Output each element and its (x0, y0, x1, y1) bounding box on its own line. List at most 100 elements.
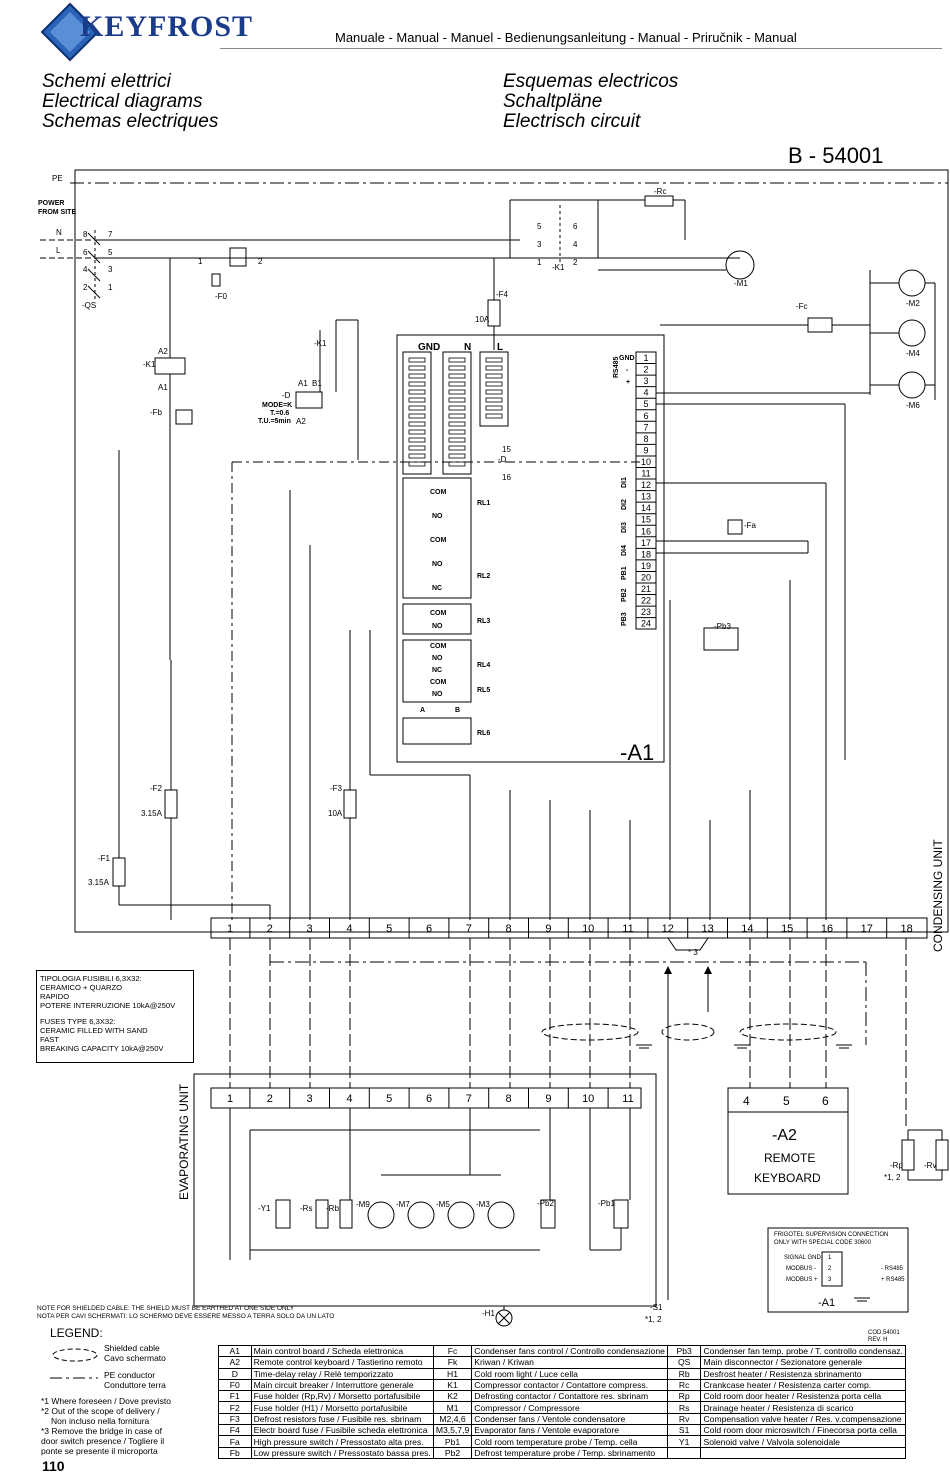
legend-code: Y1 (666, 1435, 702, 1448)
evap-terminal: 4 (346, 1093, 352, 1105)
board-terminal: 21 (641, 584, 651, 594)
group-pb1: PB1 (621, 566, 628, 580)
legend-desc: Compressor / Compressore (471, 1401, 668, 1414)
title-right-3: Electrisch circuit (503, 111, 641, 132)
legend-code: K2 (432, 1390, 473, 1403)
board-terminal: 20 (641, 572, 651, 582)
board-l: L (497, 342, 503, 353)
brand-name: KEYFROST (80, 10, 254, 43)
d-pin-b1: B1 (312, 379, 322, 388)
legend-pe-it: Conduttore terra (104, 1380, 166, 1390)
legend-code: Rc (666, 1378, 702, 1392)
legend-title: LEGEND: (50, 1326, 103, 1340)
legend-desc: High pressure switch / Pressostato alta … (250, 1435, 434, 1448)
legend-code: F3 (218, 1412, 252, 1426)
d-pin-16: 16 (502, 473, 511, 482)
l-label: L (56, 246, 61, 255)
cond-terminal: 2 (267, 923, 273, 935)
evap-terminal: 1 (227, 1093, 233, 1105)
legend-desc: Main disconnector / Sezionatore generale (700, 1356, 906, 1369)
group-di2: DI2 (621, 499, 628, 510)
contact-nc-4: NC (432, 667, 442, 674)
a2-term-6: 6 (822, 1094, 829, 1108)
legend-shielded-en: Shielded cable (104, 1343, 160, 1353)
cod-2: REV. H (868, 1337, 887, 1343)
legend-desc: Cold room temperature probe / Temp. cell… (471, 1435, 668, 1448)
rp-label: -Rp (890, 1161, 903, 1170)
comp-m5: -M5 (436, 1200, 450, 1209)
title-left-1: Schemi elettrici (42, 71, 171, 92)
legend-note-1: *1 Where foreseen / Dove previsto (41, 1396, 171, 1406)
cond-terminal: 16 (821, 923, 833, 935)
title-left-2: Electrical diagrams (42, 91, 203, 112)
evap-terminal: 2 (267, 1093, 273, 1105)
comp-rb: -Rb (326, 1204, 339, 1213)
comp-y1: -Y1 (258, 1204, 271, 1213)
relay-rl2: RL2 (477, 573, 490, 580)
board-terminal: 17 (641, 538, 651, 548)
legend-code: Pb3 (666, 1344, 702, 1358)
mark-plus: + (626, 379, 630, 386)
f2-value: 3.15A (141, 809, 163, 818)
k1-contact-2: 2 (573, 258, 578, 267)
condensing-unit-label: CONDENSING UNIT (931, 839, 945, 952)
board-slot (485, 365, 503, 371)
legend-desc: Condenser fan temp. probe / T. controllo… (700, 1344, 906, 1358)
board-terminal: 24 (641, 619, 651, 629)
qs-contact-7: 7 (108, 230, 113, 239)
legend-desc: Time-delay relay / Relè temporizzato (250, 1367, 434, 1380)
f1-value: 3.15A (88, 878, 110, 887)
board-slot (485, 357, 503, 363)
board-slot (408, 421, 426, 427)
contact-com-4: COM (430, 643, 447, 650)
relay-rl6: RL6 (477, 730, 490, 737)
shield-note-en: NOTE FOR SHIELDED CABLE: THE SHIELD MUST… (37, 1305, 295, 1312)
board-terminal: 22 (641, 596, 651, 606)
k1-contact-5: 5 (537, 222, 542, 231)
legend-code: F4 (218, 1424, 252, 1437)
legend-note-5: door switch presence / Togliere il (41, 1436, 165, 1446)
board-slot (448, 389, 466, 395)
titles-left: Schemi elettrici Electrical diagrams Sch… (42, 72, 218, 132)
frigotel-row1-label: SIGNAL GND (784, 1255, 821, 1261)
legend-code: Rs (666, 1401, 702, 1414)
board-slot (485, 405, 503, 411)
rc-label: -Rc (654, 187, 666, 196)
mark-gnd: GND (619, 355, 635, 362)
s1-label: -S1 (650, 1303, 663, 1312)
board-terminal: 10 (641, 457, 651, 467)
title-left-3: Schemas electriques (42, 111, 219, 132)
contact-no-3: NO (432, 623, 443, 630)
board-terminal: 13 (641, 492, 651, 502)
legend-code: A2 (218, 1356, 252, 1369)
legend-shielded-it: Cavo schermato (104, 1353, 166, 1363)
evap-terminal: 11 (622, 1093, 633, 1105)
cond-terminal: 3 (307, 923, 313, 935)
legend-desc: Cold room door microswitch / Finecorsa p… (700, 1424, 906, 1437)
legend-pe: PE conductor Conduttore terra (104, 1370, 166, 1390)
qs-contact-4: 4 (83, 265, 88, 274)
board-slot (485, 397, 503, 403)
title-right-2: Schaltpläne (503, 91, 603, 112)
fuse-note-en-4: BREAKING CAPACITY 10kA@250V (40, 1044, 164, 1053)
legend-code: QS (666, 1356, 702, 1369)
rv-label: -Rv (924, 1161, 936, 1170)
legend-desc: Cold room door heater / Resistenza porta… (700, 1390, 906, 1403)
legend-code: F2 (218, 1401, 252, 1414)
cond-terminal: 8 (506, 923, 512, 935)
evap-terminal: 10 (582, 1093, 594, 1105)
board-terminal: 6 (643, 411, 648, 421)
contact-com-1: COM (430, 489, 447, 496)
title-right-1: Esquemas electricos (503, 71, 679, 92)
fuse-note-it-3: RAPIDO (40, 992, 70, 1001)
board-terminal: 11 (641, 469, 650, 479)
legend-pe-en: PE conductor (104, 1370, 156, 1380)
d-pin-a1: A1 (298, 379, 308, 388)
board-slot (408, 437, 426, 443)
comp-m9: -M9 (356, 1200, 370, 1209)
mark-minus: - (626, 367, 629, 374)
frigotel-row3-label: MODBUS + (786, 1277, 818, 1283)
